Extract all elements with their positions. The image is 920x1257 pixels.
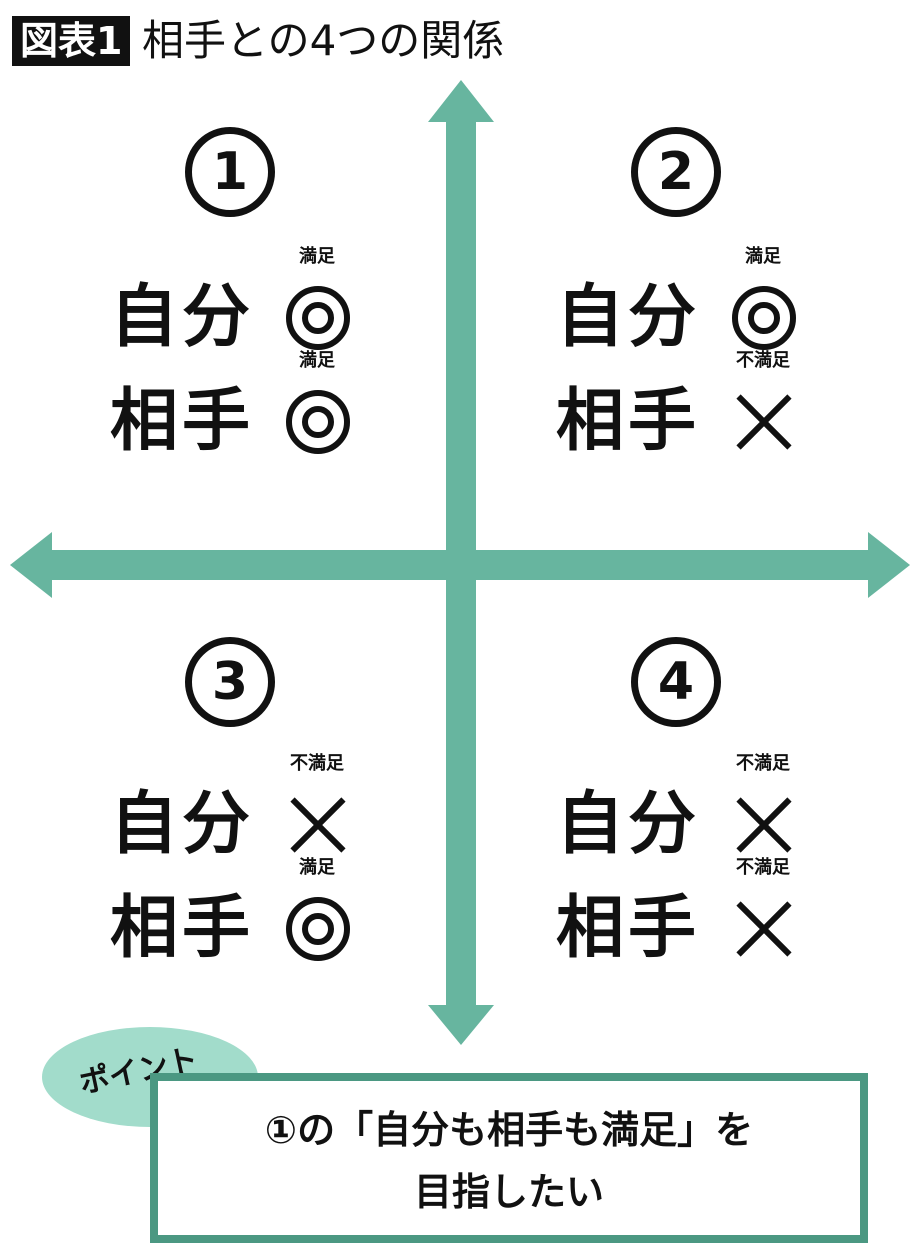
point-box: ①の「自分も相手も満足」を 目指したい [150,1073,868,1243]
quadrant-row-other: 相手 満足 [110,857,352,969]
point-line-2: 目指したい [413,1170,604,1214]
quadrant-number: 4 [631,637,721,727]
arrow-up-icon [428,80,494,122]
status-label: 満足 [299,350,335,371]
status-label: 不満足 [736,753,790,774]
point-line-1: ①の「自分も相手も満足」を [264,1108,754,1152]
quadrant-row-other: 相手 不満足 [556,857,798,969]
horizontal-axis [48,550,872,580]
double-circle-icon [732,286,796,350]
status-label: 満足 [745,246,781,267]
figure-label: 図表1 [12,16,131,66]
status-mark: 満足 [282,857,352,969]
status-label: 不満足 [736,350,790,371]
quadrant-number: 1 [185,127,275,217]
status-mark: 不満足 [728,857,798,969]
arrow-right-icon [868,532,910,598]
status-mark: 不満足 [728,350,798,462]
status-mark: 満足 [282,246,352,358]
quadrant-row-self: 自分 満足 [556,246,798,358]
status-mark: 不満足 [728,753,798,865]
quadrant-row-self: 自分 不満足 [110,753,352,865]
status-label: 満足 [299,246,335,267]
status-label: 満足 [299,857,335,878]
status-label: 不満足 [736,857,790,878]
other-label: 相手 [110,889,255,968]
self-label: 自分 [110,278,255,357]
arrow-left-icon [10,532,52,598]
quadrant-row-self: 自分 不満足 [556,753,798,865]
arrow-down-icon [428,1005,494,1045]
figure-title: 相手との4つの関係 [142,16,505,65]
other-label: 相手 [110,382,255,461]
status-mark: 満足 [282,350,352,462]
point-text: ①の「自分も相手も満足」を 目指したい [158,1081,860,1223]
quadrant-number: 3 [185,637,275,727]
self-label: 自分 [556,785,701,864]
other-label: 相手 [556,889,701,968]
quadrant-row-self: 自分 満足 [110,246,352,358]
self-label: 自分 [556,278,701,357]
other-label: 相手 [556,382,701,461]
self-label: 自分 [110,785,255,864]
quadrant-number: 2 [631,127,721,217]
quadrant-row-other: 相手 満足 [110,350,352,462]
quadrant-row-other: 相手 不満足 [556,350,798,462]
status-label: 不満足 [290,753,344,774]
double-circle-icon [286,390,350,454]
status-mark: 満足 [728,246,798,358]
status-mark: 不満足 [282,753,352,865]
double-circle-icon [286,286,350,350]
double-circle-icon [286,897,350,961]
